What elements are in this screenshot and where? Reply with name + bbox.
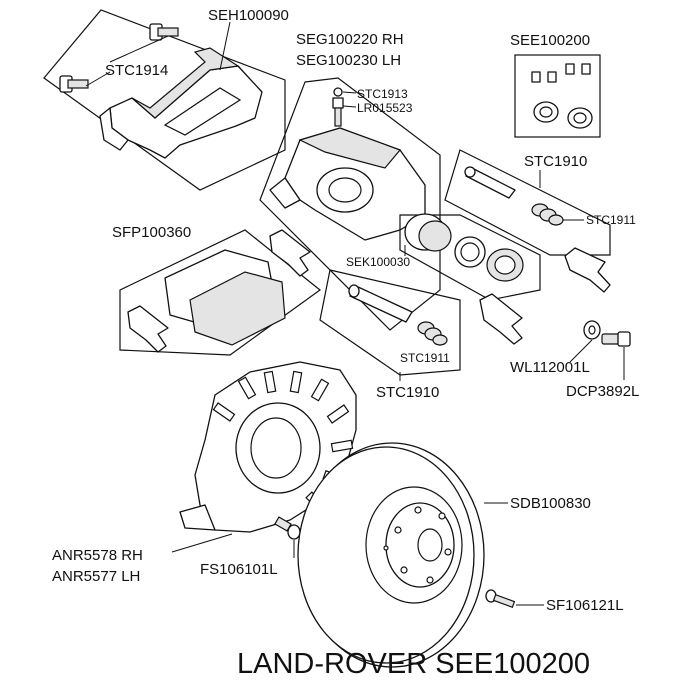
bracket-group [43, 9, 286, 191]
pad-clip-lower [127, 305, 169, 353]
shield-rh-label: ANR5578 RH [52, 547, 143, 564]
washer-leader [569, 339, 593, 363]
disc-bolt-holes [394, 506, 452, 584]
brake-pad-front [189, 271, 286, 346]
seal-cap-3 [565, 63, 575, 75]
caliper-lh-label: SEG100230 LH [296, 52, 401, 69]
pads-group: SFP100360 [112, 224, 321, 356]
caliper-group-outline [259, 77, 441, 331]
seal-cap-2 [547, 71, 557, 83]
bleed-screw-leader [342, 105, 357, 108]
boot-bottom [417, 321, 448, 346]
bleed-screw-label: LR015523 [357, 101, 413, 115]
disc-screw [485, 589, 516, 609]
bleed-cap-leader [342, 91, 357, 94]
bracket-group-outline [43, 9, 286, 191]
disc-screw-label: SF106121L [546, 597, 624, 614]
anti-rattle-clip-lower [479, 293, 523, 345]
bolt [601, 331, 631, 347]
caliper-group: SEG100220 RH SEG100230 LH STC1913 LR0155… [259, 31, 441, 331]
shield-lh-label: ANR5577 LH [52, 568, 140, 585]
shield-screw [274, 516, 301, 540]
bracket-leader [219, 21, 231, 71]
guide-pin-top-label: STC1910 [524, 153, 587, 170]
bolt-label: DCP3892L [566, 383, 639, 400]
piston-seal [454, 236, 486, 268]
piston-kit-label: SEK100030 [346, 255, 410, 269]
caliper-bracket [99, 47, 263, 159]
anti-rattle-clip-right [564, 247, 611, 293]
bracket-bolt-lower [59, 75, 89, 93]
seal-kit-group: SEE100200 [510, 32, 601, 138]
bracket-label: SEH100090 [208, 7, 289, 24]
brand-part-number: LAND-ROVER SEE100200 [237, 648, 590, 680]
seal-kit-box [514, 54, 601, 138]
guide-pin-top [464, 166, 516, 199]
brake-disc [297, 442, 485, 668]
piston [404, 213, 452, 252]
seal-ring-right [567, 107, 593, 129]
guide-pin-bottom-outline [319, 269, 461, 376]
boot-bottom-label: STC1911 [400, 351, 450, 365]
dust-boot [486, 248, 524, 282]
guide-pin-bottom-label: STC1910 [376, 384, 439, 401]
piston-kit-group: SEK100030 [346, 213, 541, 301]
caliper-rh-label: SEG100220 RH [296, 31, 404, 48]
bracket-bolt-leader-b [85, 71, 111, 87]
washer-label: WL112001L [510, 359, 590, 376]
shield-screw-label: FS106101L [200, 561, 278, 578]
guide-pin-top-group: STC1910 STC1911 [444, 149, 636, 256]
guide-pin-bottom-group: STC1911 STC1910 [319, 269, 461, 401]
pads-label: SFP100360 [112, 224, 191, 241]
washer-bolt-group: WL112001L DCP3892L [510, 320, 639, 400]
boot-top-label: STC1911 [586, 213, 636, 227]
seal-ring-left [533, 101, 559, 123]
seal-kit-label: SEE100200 [510, 32, 590, 49]
caliper-body [269, 127, 426, 241]
shield-leader [171, 533, 233, 553]
disc-label: SDB100830 [510, 495, 591, 512]
bracket-bolt-label: STC1914 [105, 62, 168, 79]
washer [583, 320, 601, 340]
seal-cap-4 [581, 63, 591, 75]
guide-pin-bottom [348, 284, 413, 323]
bleed-cap-label: STC1913 [357, 87, 408, 101]
bracket-bolt-leader-a [109, 35, 169, 63]
bleed-screw [332, 87, 344, 127]
seal-cap-1 [531, 71, 541, 83]
piston-kit-outline [399, 214, 541, 301]
pad-clip-upper [269, 229, 311, 277]
boot-top [531, 203, 564, 226]
